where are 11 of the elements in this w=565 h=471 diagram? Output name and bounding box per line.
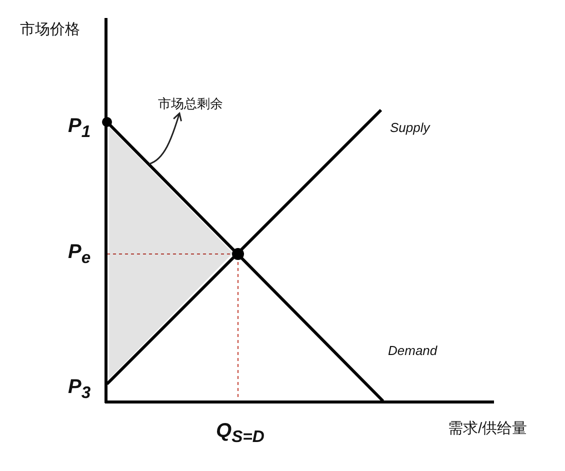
shaded-area [109,127,233,379]
price-label: P$_{3}$ [68,376,91,402]
axis-title: 需求/供给量 [448,421,528,438]
curve-label: Demand [388,344,438,358]
callout-text: 市场总剩余 [158,97,223,112]
curved-arrow [148,112,182,165]
quantity-label: Q$_{S=D}$ [216,420,264,446]
price-label: P$_{1}$ [68,115,91,142]
price-label: P$_{e}$ [68,241,91,268]
axis-title: 市场价格 [20,22,80,38]
curve-label: Supply [390,121,430,136]
